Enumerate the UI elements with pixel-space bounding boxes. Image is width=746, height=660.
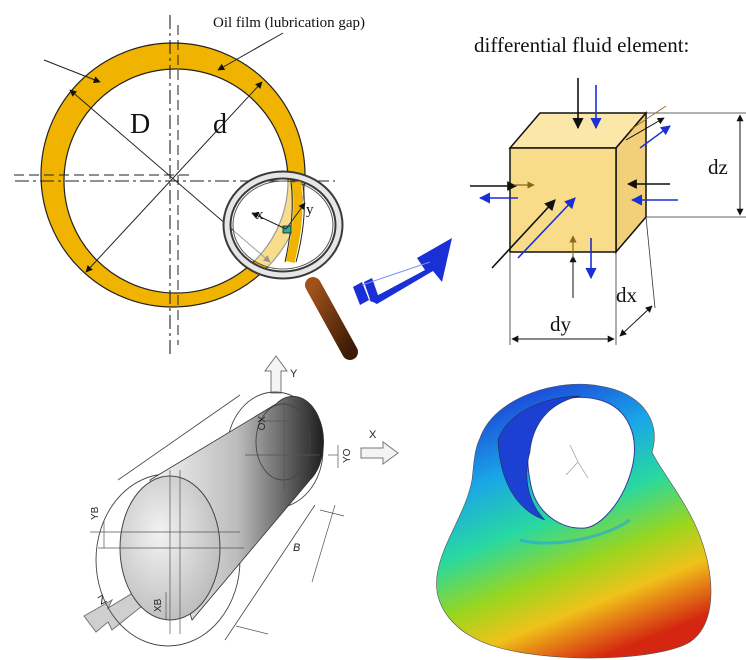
big-right-arrow-icon [353, 238, 452, 305]
differential-element: differential fluid element: dz dy dx [470, 33, 746, 345]
y-axis-arrow [264, 355, 288, 394]
label-dz: dz [708, 155, 728, 179]
oil-film-label: Oil film (lubrication gap) [213, 15, 365, 31]
label-y: y [306, 202, 314, 218]
label-xo: XO [255, 416, 266, 431]
pressure-distribution-plot [436, 383, 712, 659]
label-x: x [256, 207, 264, 223]
journal-diagram: Y X Z XO YO YB XB B [83, 355, 399, 647]
bearing-diagram: D d Oil film (lubrication gap) [14, 15, 365, 355]
label-b: B [293, 542, 300, 554]
label-D: D [130, 109, 150, 140]
x-axis-label: X [369, 429, 377, 441]
cube-front [509, 147, 617, 253]
oil-film-pointer [217, 32, 284, 71]
label-yb: YB [90, 506, 101, 520]
dx-dimension [619, 305, 653, 337]
label-yo: YO [342, 448, 353, 463]
label-xb: XB [153, 598, 164, 612]
label-d: d [213, 109, 227, 140]
label-dy: dy [550, 312, 572, 336]
element-title: differential fluid element: [474, 33, 689, 57]
x-axis-arrow [360, 441, 399, 465]
magnifying-glass-icon: x y [222, 170, 358, 360]
y-axis-label: Y [290, 368, 298, 380]
label-dx: dx [616, 283, 638, 307]
